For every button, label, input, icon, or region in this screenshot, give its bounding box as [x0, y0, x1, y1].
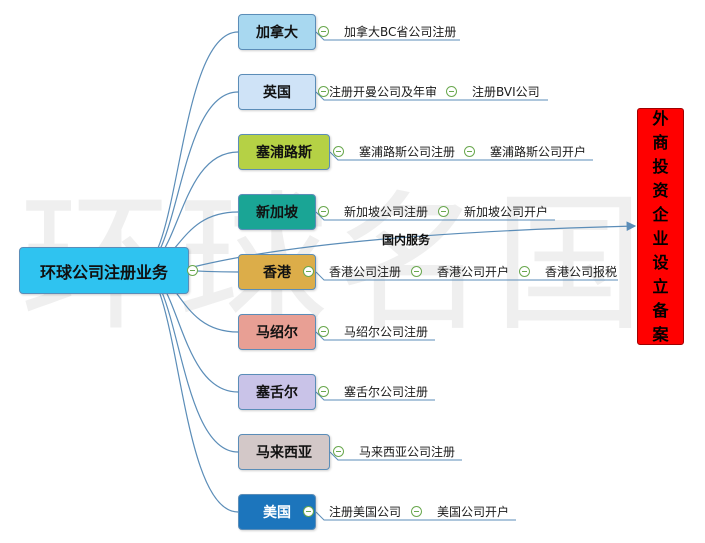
- foreign-investment-label: 外商投资企业设立备案: [652, 108, 669, 344]
- service-item[interactable]: 马来西亚公司注册: [359, 445, 456, 459]
- service-item[interactable]: 香港公司开户: [437, 265, 510, 279]
- country-label: 塞舌尔: [256, 385, 298, 401]
- country-node[interactable]: 英国: [238, 74, 316, 110]
- leaf-underline: [329, 451, 462, 461]
- collapse-toggle[interactable]: [411, 266, 422, 277]
- collapse-toggle[interactable]: [318, 326, 329, 337]
- collapse-toggle[interactable]: [303, 506, 314, 517]
- service-item[interactable]: 香港公司注册: [329, 265, 402, 279]
- service-item[interactable]: 香港公司报税: [545, 265, 618, 279]
- collapse-toggle[interactable]: [333, 146, 344, 157]
- country-node[interactable]: 加拿大: [238, 14, 316, 50]
- service-item[interactable]: 新加坡公司开户: [464, 205, 549, 219]
- service-item[interactable]: 注册开曼公司及年审: [329, 85, 438, 99]
- country-node[interactable]: 新加坡: [238, 194, 316, 230]
- service-item[interactable]: 注册美国公司: [329, 505, 402, 519]
- root-node[interactable]: 环球公司注册业务: [19, 247, 189, 294]
- branch-line: [139, 267, 239, 513]
- leaf-underline: [315, 271, 618, 281]
- service-item[interactable]: 加拿大BC省公司注册: [344, 25, 457, 39]
- country-label: 香港: [263, 265, 291, 281]
- collapse-toggle[interactable]: [303, 266, 314, 277]
- country-label: 新加坡: [256, 205, 298, 221]
- country-node[interactable]: 马来西亚: [238, 434, 330, 470]
- collapse-toggle[interactable]: [333, 446, 344, 457]
- collapse-toggle[interactable]: [411, 506, 422, 517]
- service-item[interactable]: 新加坡公司注册: [344, 205, 429, 219]
- country-label: 马来西亚: [256, 445, 312, 461]
- country-label: 加拿大: [256, 25, 298, 41]
- root-label: 环球公司注册业务: [39, 262, 168, 282]
- service-item[interactable]: 塞浦路斯公司注册: [359, 145, 456, 159]
- collapse-toggle[interactable]: [446, 86, 457, 97]
- collapse-toggle[interactable]: [318, 206, 329, 217]
- foreign-investment-box[interactable]: 外商投资企业设立备案: [637, 108, 684, 345]
- service-item[interactable]: 美国公司开户: [437, 505, 510, 519]
- collapse-toggle[interactable]: [318, 26, 329, 37]
- country-label: 塞浦路斯: [256, 145, 312, 161]
- collapse-toggle[interactable]: [318, 86, 329, 97]
- leaf-underline: [329, 151, 593, 161]
- leaf-underline: [315, 511, 516, 521]
- service-item[interactable]: 塞浦路斯公司开户: [490, 145, 587, 159]
- service-item[interactable]: 塞舌尔公司注册: [344, 385, 429, 399]
- collapse-toggle[interactable]: [438, 206, 449, 217]
- root-collapse-toggle[interactable]: [187, 265, 198, 276]
- country-label: 美国: [263, 505, 291, 521]
- collapse-toggle[interactable]: [464, 146, 475, 157]
- collapse-toggle[interactable]: [318, 386, 329, 397]
- service-item[interactable]: 马绍尔公司注册: [344, 325, 429, 339]
- service-item[interactable]: 注册BVI公司: [472, 85, 540, 99]
- country-node[interactable]: 塞浦路斯: [238, 134, 330, 170]
- country-label: 马绍尔: [256, 325, 298, 341]
- country-node[interactable]: 马绍尔: [238, 314, 316, 350]
- collapse-toggle[interactable]: [519, 266, 530, 277]
- domestic-service-label: 国内服务: [382, 233, 431, 247]
- country-label: 英国: [263, 85, 291, 101]
- country-node[interactable]: 塞舌尔: [238, 374, 316, 410]
